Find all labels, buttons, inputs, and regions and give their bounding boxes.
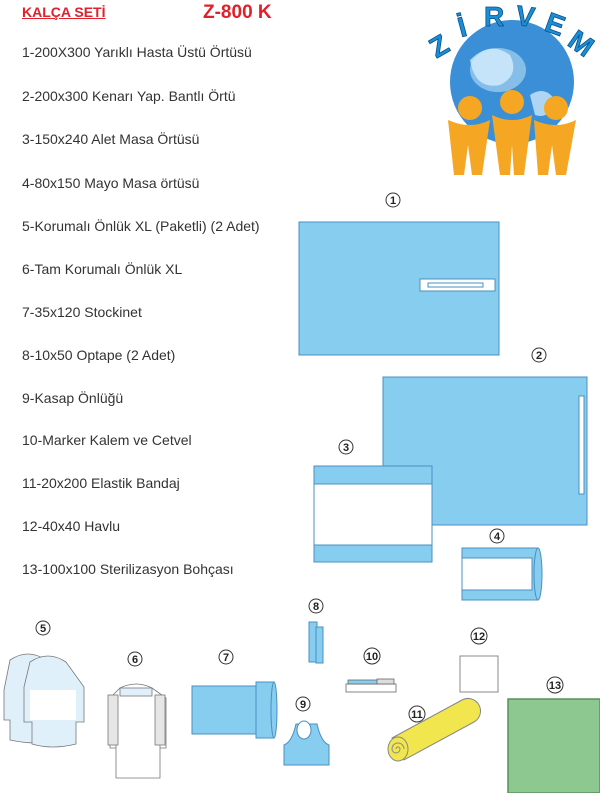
badge-13: 13	[549, 680, 561, 692]
list-item: 5-Korumalı Önlük XL (Paketli) (2 Adet)	[22, 218, 260, 234]
gown-6	[107, 683, 167, 779]
list-item: 6-Tam Korumalı Önlük XL	[22, 261, 183, 277]
list-item: 3-150x240 Alet Masa Örtüsü	[22, 131, 200, 147]
svg-text:Z: Z	[424, 28, 454, 63]
badge-10: 10	[366, 651, 378, 663]
sterilization-wrap-13	[507, 698, 600, 793]
svg-text:İ: İ	[454, 11, 470, 43]
badge-11: 11	[411, 709, 423, 721]
list-item: 10-Marker Kalem ve Cetvel	[22, 432, 192, 448]
list-item: 12-40x40 Havlu	[22, 518, 121, 534]
badge-9: 9	[300, 699, 306, 711]
apron-9	[283, 723, 330, 766]
stockinet-7	[191, 685, 259, 735]
list-item: 4-80x150 Mayo Masa örtüsü	[22, 175, 200, 191]
list-item: 7-35x120 Stockinet	[22, 304, 142, 320]
gowns-5	[3, 653, 85, 748]
badge-3: 3	[343, 442, 349, 454]
list-item: 8-10x50 Optape (2 Adet)	[22, 347, 176, 363]
badge-2: 2	[536, 350, 542, 362]
badge-7: 7	[223, 652, 229, 664]
marker-ruler-10	[345, 678, 397, 693]
badge-1: 1	[390, 195, 396, 207]
list-item: 2-200x300 Kenarı Yap. Bantlı Örtü	[22, 88, 236, 104]
svg-text:E: E	[541, 6, 569, 42]
svg-text:V: V	[514, 0, 537, 33]
list-item: 11-20x200 Elastik Bandaj	[22, 475, 180, 491]
list-item: 1-200X300 Yarıklı Hasta Üstü Örtüsü	[22, 44, 252, 60]
badge-5: 5	[40, 623, 46, 635]
towel-12	[459, 655, 499, 693]
set-title: KALÇA SETİ	[22, 4, 106, 20]
elastic-bandage-11	[387, 697, 482, 762]
badge-8: 8	[313, 601, 319, 613]
zirvem-logo: Z İ R V E M	[423, 0, 600, 175]
badge-6: 6	[132, 654, 138, 666]
list-item: 13-100x100 Sterilizasyon Bohçası	[22, 561, 234, 577]
list-item: 9-Kasap Önlüğü	[22, 390, 124, 406]
product-code: Z-800 K	[203, 2, 272, 23]
svg-text:R: R	[484, 1, 504, 32]
badge-12: 12	[473, 631, 485, 643]
badge-4: 4	[494, 531, 501, 543]
